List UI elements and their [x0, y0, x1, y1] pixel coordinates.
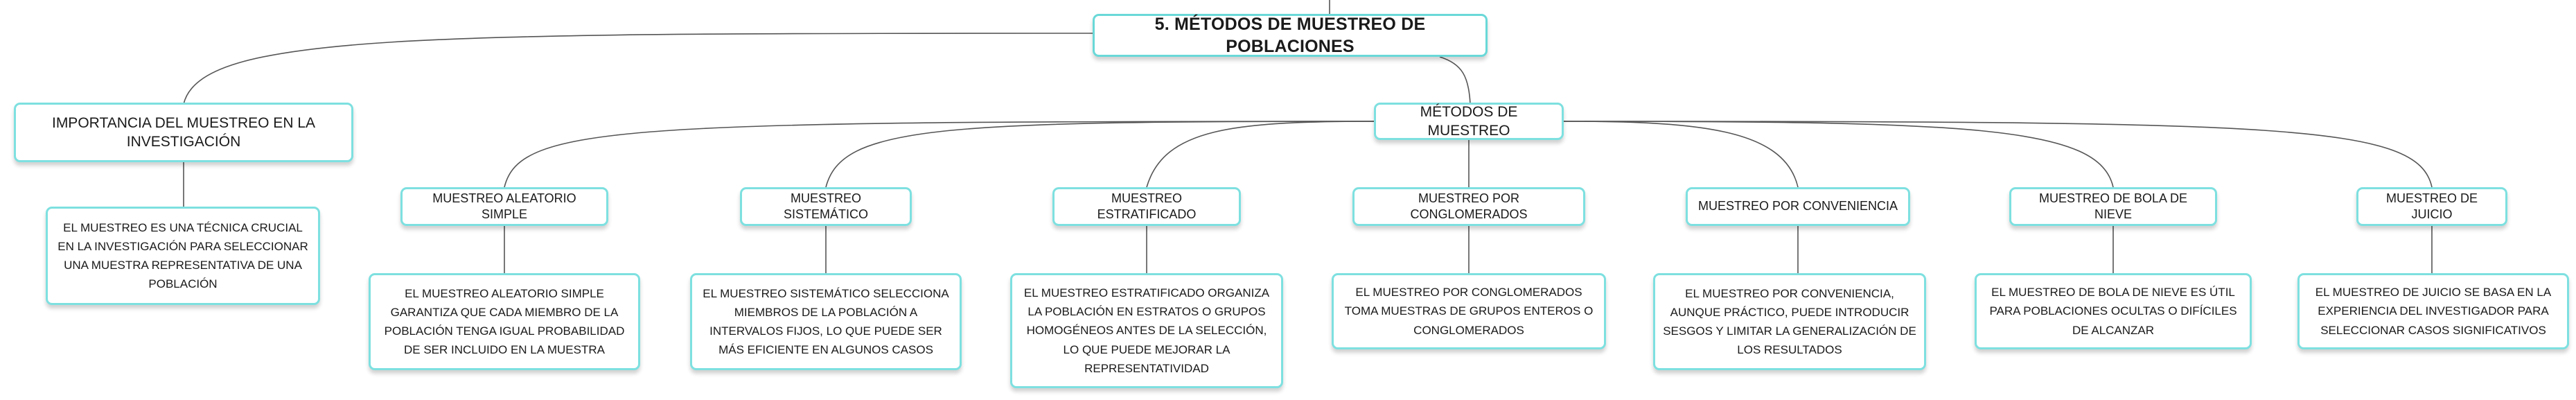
method-node-conveniencia[interactable]: MUESTREO POR CONVENIENCIA	[1686, 187, 1910, 226]
method-description: EL MUESTREO ESTRATIFICADO ORGANIZA LA PO…	[1023, 286, 1270, 375]
method-label: MUESTREO DE JUICIO	[2385, 191, 2478, 221]
method-description-node-estratificado[interactable]: EL MUESTREO ESTRATIFICADO ORGANIZA LA PO…	[1010, 273, 1283, 388]
method-description-node-bola-de-nieve[interactable]: EL MUESTREO DE BOLA DE NIEVE ES ÚTIL PAR…	[1975, 273, 2252, 349]
importance-description: EL MUESTREO ES UNA TÉCNICA CRUCIAL EN LA…	[58, 220, 308, 291]
method-node-aleatorio-simple[interactable]: MUESTREO ALEATORIO SIMPLE	[400, 187, 608, 226]
method-label: MUESTREO ALEATORIO SIMPLE	[432, 191, 576, 221]
methods-group-node[interactable]: MÉTODOS DE MUESTREO	[1374, 103, 1564, 140]
root-label: 5. MÉTODOS DE MUESTREO DE POBLACIONES	[1154, 14, 1426, 57]
connector-methods-1	[504, 121, 1376, 188]
connector-root-importance	[183, 33, 1102, 105]
connector-root-methods	[1439, 56, 1471, 105]
method-node-sistematico[interactable]: MUESTREO SISTEMÁTICO	[740, 187, 912, 226]
connector-methods-5	[1562, 121, 1799, 188]
method-description: EL MUESTREO DE JUICIO SE BASA EN LA EXPE…	[2315, 286, 2552, 337]
method-label: MUESTREO POR CONVENIENCIA	[1697, 199, 1898, 214]
importance-node[interactable]: IMPORTANCIA DEL MUESTREO EN LA INVESTIGA…	[14, 103, 353, 162]
method-label: MUESTREO SISTEMÁTICO	[783, 191, 868, 221]
connector-methods-7	[1562, 121, 2433, 188]
method-description-node-juicio[interactable]: EL MUESTREO DE JUICIO SE BASA EN LA EXPE…	[2297, 273, 2569, 349]
method-node-estratificado[interactable]: MUESTREO ESTRATIFICADO	[1052, 187, 1241, 226]
connector-methods-2	[825, 121, 1376, 188]
method-description: EL MUESTREO POR CONGLOMERADOS TOMA MUEST…	[1344, 286, 1594, 337]
method-node-bola-de-nieve[interactable]: MUESTREO DE BOLA DE NIEVE	[2009, 187, 2217, 226]
methods-group-label: MÉTODOS DE MUESTREO	[1420, 103, 1518, 139]
importance-description-node[interactable]: EL MUESTREO ES UNA TÉCNICA CRUCIAL EN LA…	[46, 207, 320, 305]
method-node-conglomerados[interactable]: MUESTREO POR CONGLOMERADOS	[1352, 187, 1585, 226]
method-description: EL MUESTREO ALEATORIO SIMPLE GARANTIZA Q…	[384, 286, 625, 357]
connector-methods-6	[1562, 121, 2114, 188]
method-description: EL MUESTREO DE BOLA DE NIEVE ES ÚTIL PAR…	[1989, 286, 2237, 337]
method-label: MUESTREO ESTRATIFICADO	[1097, 191, 1197, 221]
method-description-node-aleatorio-simple[interactable]: EL MUESTREO ALEATORIO SIMPLE GARANTIZA Q…	[369, 273, 640, 370]
method-description-node-conglomerados[interactable]: EL MUESTREO POR CONGLOMERADOS TOMA MUEST…	[1332, 273, 1606, 349]
method-label: MUESTREO POR CONGLOMERADOS	[1410, 191, 1528, 221]
method-description-node-conveniencia[interactable]: EL MUESTREO POR CONVENIENCIA, AUNQUE PRÁ…	[1653, 273, 1926, 370]
method-node-juicio[interactable]: MUESTREO DE JUICIO	[2356, 187, 2507, 226]
connector-methods-3	[1146, 121, 1376, 188]
importance-label: IMPORTANCIA DEL MUESTREO EN LA INVESTIGA…	[51, 114, 316, 150]
method-description-node-sistematico[interactable]: EL MUESTREO SISTEMÁTICO SELECCIONA MIEMB…	[690, 273, 962, 370]
method-label: MUESTREO DE BOLA DE NIEVE	[2038, 191, 2188, 221]
method-description: EL MUESTREO SISTEMÁTICO SELECCIONA MIEMB…	[703, 286, 949, 357]
method-description: EL MUESTREO POR CONVENIENCIA, AUNQUE PRÁ…	[1663, 286, 1916, 357]
root-node[interactable]: 5. MÉTODOS DE MUESTREO DE POBLACIONES	[1093, 14, 1488, 57]
